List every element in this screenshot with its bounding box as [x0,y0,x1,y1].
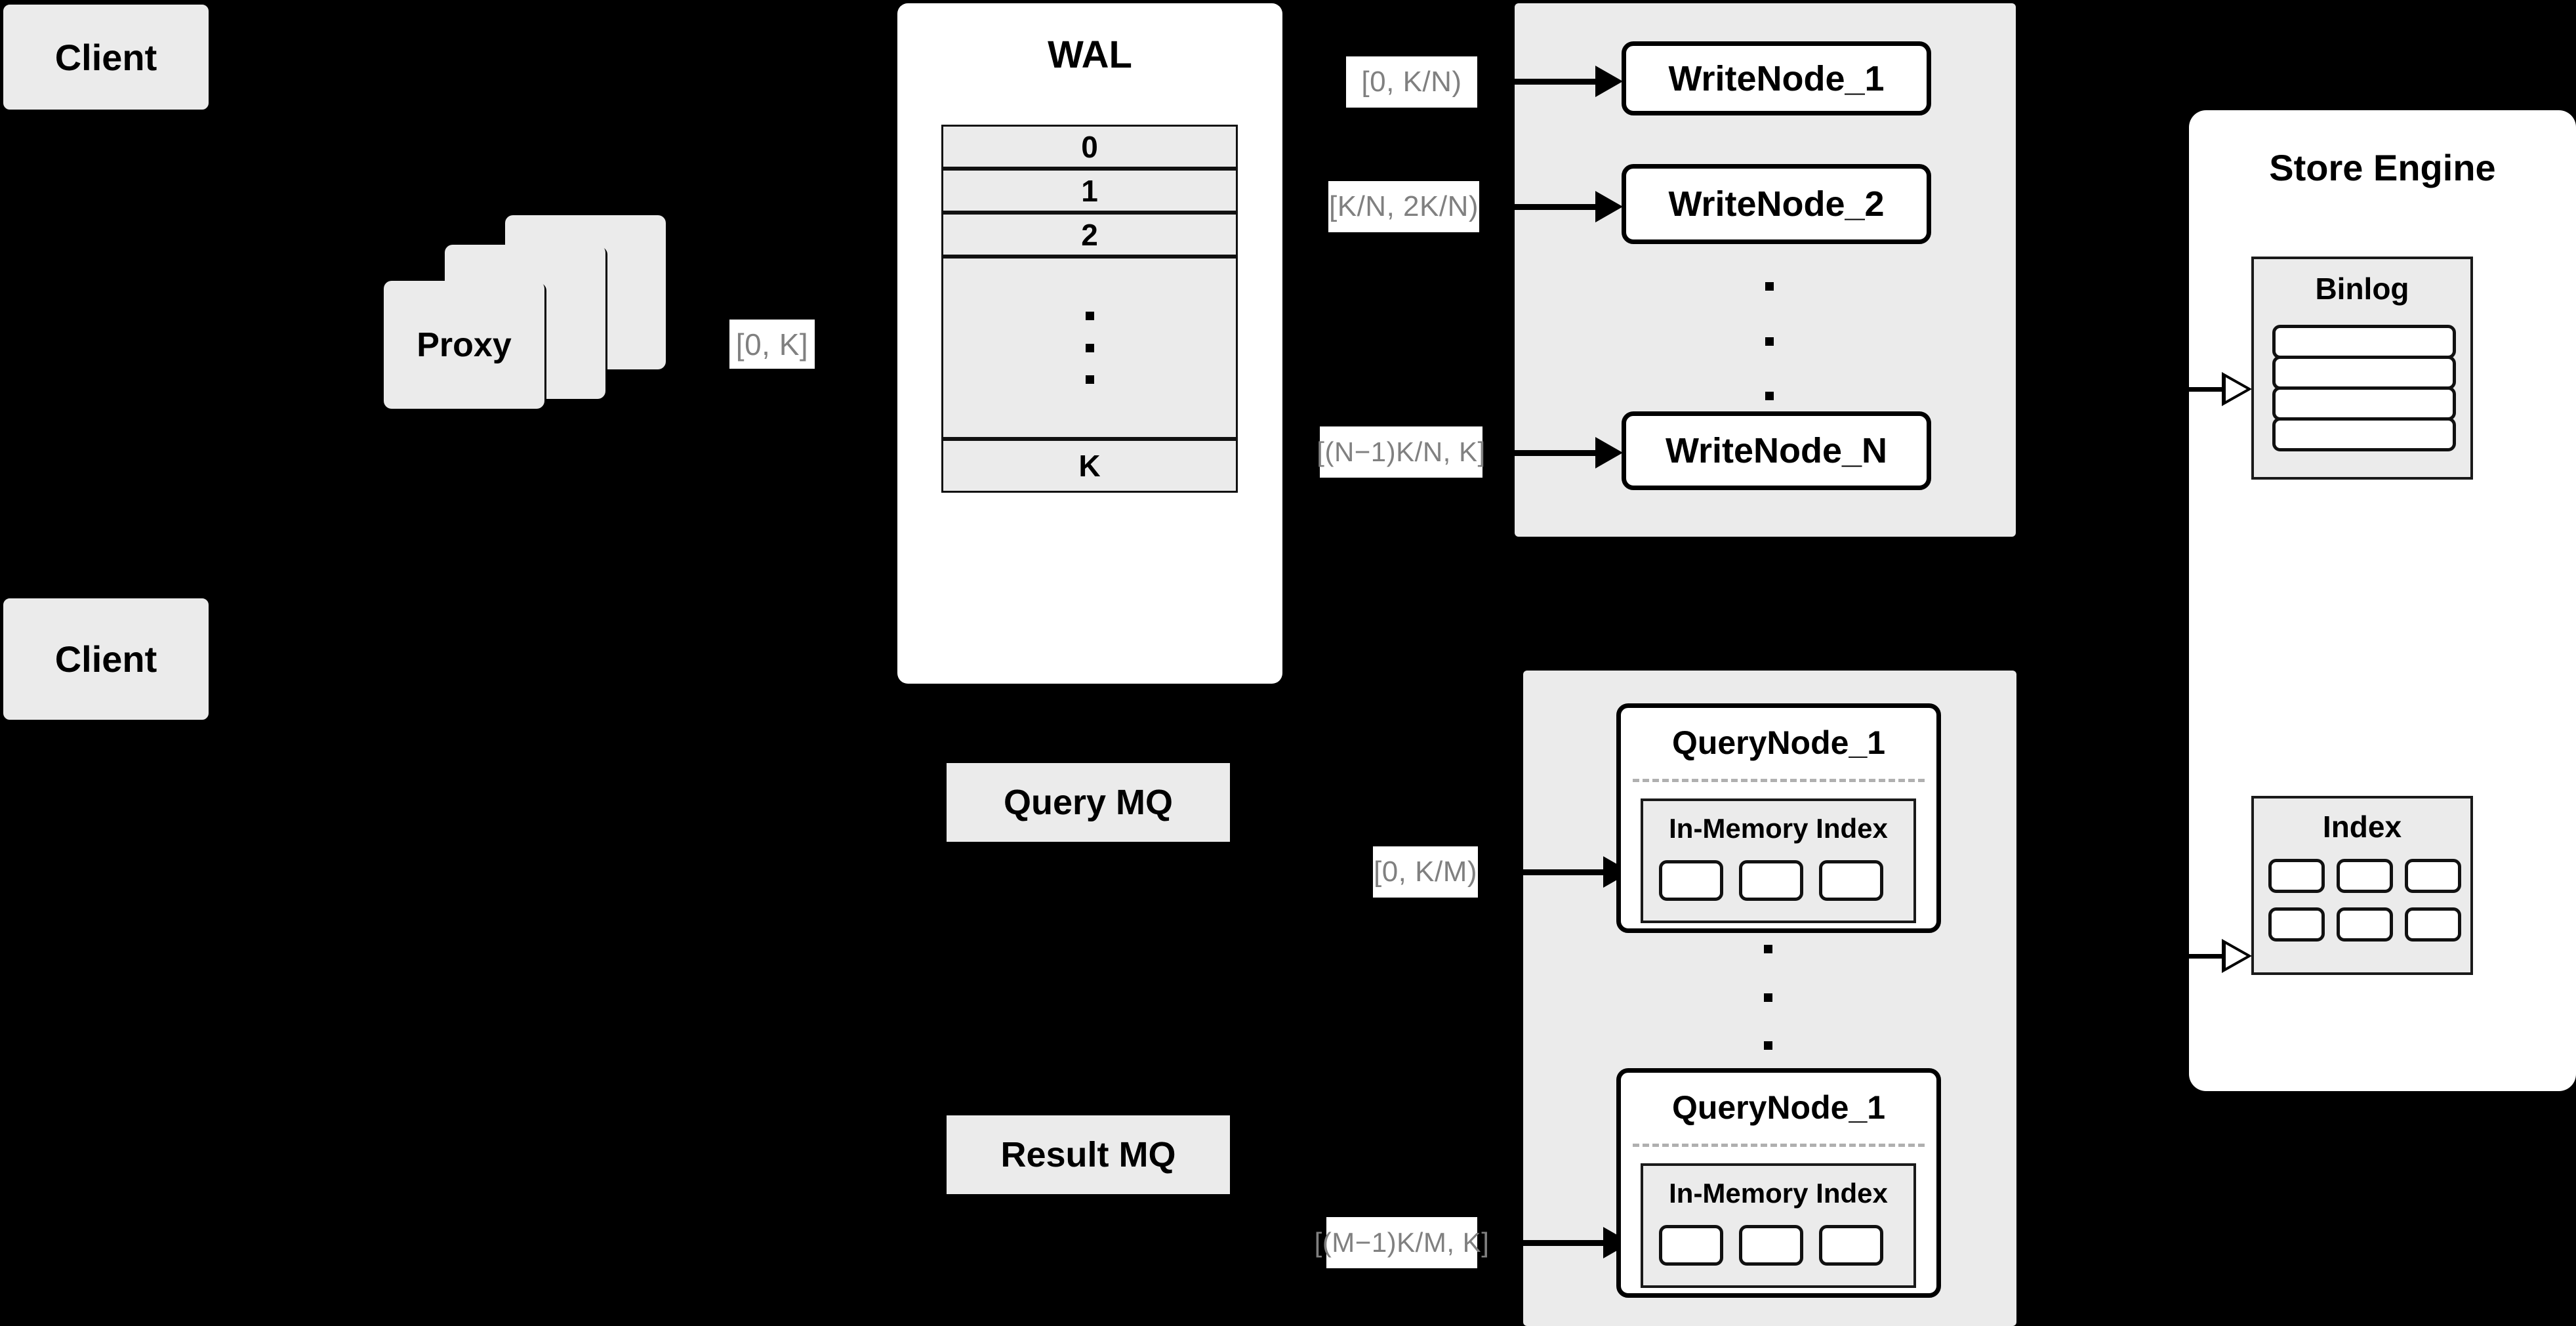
query-node-m-index-title: In-Memory Index [1669,1178,1888,1209]
index-title: Index [2322,810,2402,844]
write-node-n-label: WriteNode_N [1665,431,1888,470]
proxy-front-card[interactable]: Proxy [384,281,544,409]
query-node-1-title: QueryNode_1 [1671,724,1886,761]
client-top-label: Client [54,36,157,78]
client-bottom-box[interactable]: Client [3,598,209,720]
arrow-head-binlog-inner [2226,377,2247,401]
index-box[interactable]: Index [2251,796,2473,975]
wal-title: WAL [1048,33,1132,76]
wal-row-0[interactable]: 0 [941,125,1238,169]
wal-vertical-dots [1085,312,1094,384]
query-node-1-inmemory-index[interactable]: In-Memory Index [1641,798,1916,923]
index-cell[interactable] [1659,1225,1723,1266]
write-node-1-range-label: [0, K/N) [1346,56,1477,108]
write-node-1-range-text: [0, K/N) [1361,66,1462,98]
dot-3 [1085,375,1094,384]
wal-row-k[interactable]: K [941,439,1238,493]
result-mq-box[interactable]: Result MQ [947,1115,1230,1194]
store-engine-container[interactable]: Store Engine Binlog Index [2189,110,2576,1091]
query-node-1-range-label: [0, K/M) [1373,846,1478,898]
query-node-m-inmemory-index[interactable]: In-Memory Index [1641,1163,1916,1288]
binlog-row[interactable] [2272,325,2456,359]
wal-row-k-label: K [1078,449,1101,483]
write-node-1-label: WriteNode_1 [1668,58,1885,98]
arrow-head-index-inner [2226,944,2247,968]
binlog-row[interactable] [2272,386,2456,421]
query-node-m[interactable]: QueryNode_1 In-Memory Index [1616,1068,1941,1298]
index-cell[interactable] [2405,907,2461,942]
wal-row-2[interactable]: 2 [941,213,1238,257]
query-node-m-separator [1633,1144,1925,1147]
index-cell[interactable] [1819,1225,1883,1266]
wal-row-1[interactable]: 1 [941,169,1238,213]
index-cell[interactable] [2337,907,2393,942]
binlog-row[interactable] [2272,417,2456,451]
arrow-line-writenode-1 [1515,79,1600,85]
index-cell[interactable] [1739,1225,1803,1266]
query-node-m-title: QueryNode_1 [1671,1089,1886,1126]
dot-2 [1085,343,1094,352]
binlog-title: Binlog [2315,272,2409,306]
query-node-1-index-title: In-Memory Index [1669,813,1888,844]
result-mq-label: Result MQ [1000,1135,1176,1174]
query-node-1-range-text: [0, K/M) [1373,856,1478,888]
arrow-head-writenode-2 [1595,191,1623,222]
index-cell[interactable] [2268,859,2325,893]
dot-3 [1765,392,1774,400]
write-node-n[interactable]: WriteNode_N [1622,411,1931,490]
write-node-vertical-dots [1765,282,1774,400]
proxy-stack[interactable]: Proxy [384,215,666,432]
arrow-head-writenode-1 [1595,66,1623,97]
dot-1 [1765,282,1774,291]
dot-2 [1763,993,1772,1002]
write-node-2[interactable]: WriteNode_2 [1622,164,1931,244]
dot-1 [1085,312,1094,320]
dot-1 [1763,945,1772,953]
arrow-line-index [2189,954,2225,959]
arrow-line-binlog [2189,387,2225,392]
index-cell[interactable] [2268,907,2325,942]
query-node-m-range-text: [(M−1)K/M, K] [1314,1227,1490,1258]
index-cell[interactable] [1819,860,1883,901]
arrow-line-querynode-1 [1523,869,1608,875]
dot-3 [1763,1041,1772,1050]
query-node-1[interactable]: QueryNode_1 In-Memory Index [1616,703,1941,933]
client-top-box[interactable]: Client [3,5,209,110]
proxy-label: Proxy [417,325,512,364]
proxy-range-label: [0, K] [729,320,815,369]
arrow-head-writenode-n [1595,437,1623,468]
query-node-1-separator [1633,779,1925,782]
binlog-box[interactable]: Binlog [2251,257,2473,480]
proxy-range-text: [0, K] [735,327,809,362]
wal-row-ellipsis [941,257,1238,439]
index-cell[interactable] [1739,860,1803,901]
index-cell[interactable] [2337,859,2393,893]
arrow-line-writenode-n [1515,450,1600,456]
index-cell[interactable] [1659,860,1723,901]
write-node-2-range-label: [K/N, 2K/N) [1328,181,1479,232]
arrow-line-writenode-2 [1515,204,1600,210]
wal-row-0-label: 0 [1081,129,1098,164]
write-node-n-range-text: [(N−1)K/N, K] [1317,436,1486,467]
write-node-2-range-text: [K/N, 2K/N) [1329,190,1479,222]
write-node-2-label: WriteNode_2 [1668,184,1885,224]
store-engine-title: Store Engine [2269,147,2496,188]
write-node-1[interactable]: WriteNode_1 [1622,41,1931,115]
index-cell[interactable] [2405,859,2461,893]
client-bottom-label: Client [54,638,157,680]
binlog-row[interactable] [2272,356,2456,390]
dot-2 [1765,337,1774,346]
query-mq-box[interactable]: Query MQ [947,763,1230,842]
query-node-vertical-dots [1763,945,1772,1050]
write-node-n-range-label: [(N−1)K/N, K] [1317,426,1486,478]
query-node-m-range-label: [(M−1)K/M, K] [1315,1217,1489,1268]
wal-row-1-label: 1 [1081,173,1098,208]
arrow-line-querynode-m [1523,1240,1608,1246]
wal-container[interactable]: WAL 0 1 2 K [897,3,1282,684]
wal-row-2-label: 2 [1081,217,1098,252]
query-mq-label: Query MQ [1003,783,1174,822]
